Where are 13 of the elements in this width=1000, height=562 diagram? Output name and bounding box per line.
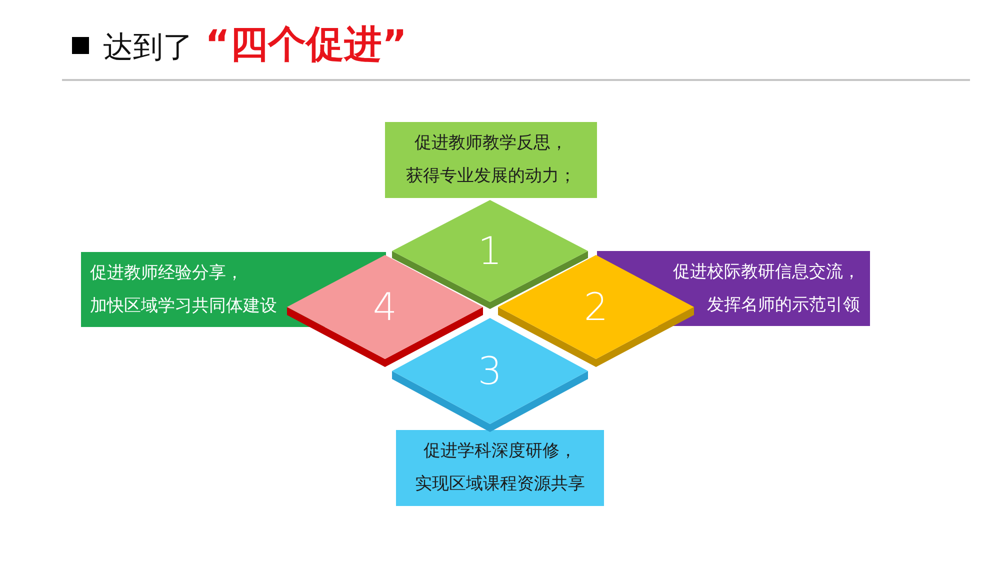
step-number: 4 (372, 288, 398, 326)
step-number: 2 (584, 288, 608, 326)
description-text: 促进教师教学反思，获得专业发展的动力； (404, 132, 577, 188)
info-panel (385, 122, 597, 198)
step-number: 1 (478, 232, 502, 270)
description-text: 促进学科深度研修，实现区域课程资源共享 (414, 440, 586, 496)
diamond-tile (392, 200, 588, 309)
description-text: 促进教师经验分享，加快区域学习共同体建设 (90, 262, 278, 318)
diamond-tile (392, 318, 588, 432)
slide-title: 达到了“四个促进” (103, 22, 407, 68)
description-text: 促进校际教研信息交流，发挥名师的示范引领 (672, 260, 860, 316)
info-panel (396, 430, 604, 506)
step-number: 3 (478, 352, 502, 390)
